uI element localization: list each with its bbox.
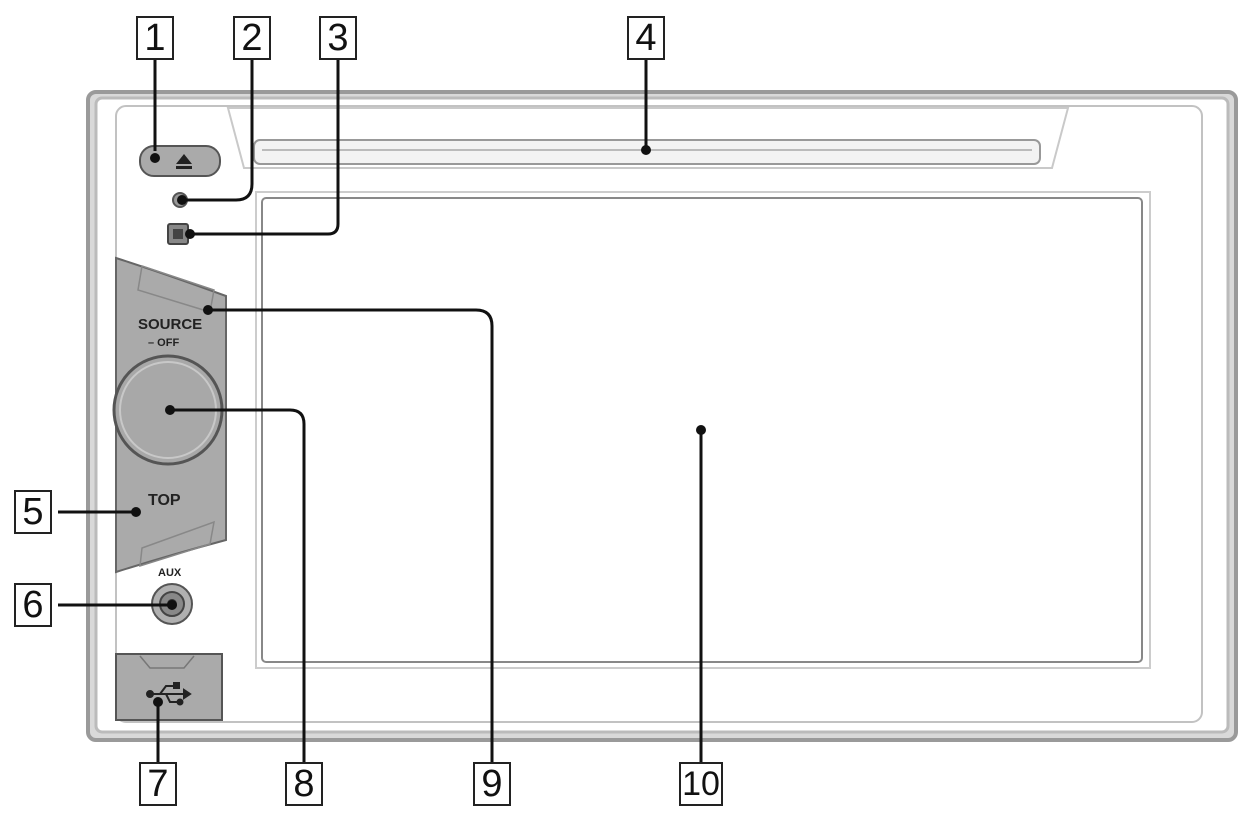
callout-2: 2 xyxy=(233,16,271,60)
off-label: – OFF xyxy=(148,337,180,349)
callout-1: 1 xyxy=(136,16,174,60)
eject-button[interactable] xyxy=(139,145,221,177)
leader-dots xyxy=(131,145,706,707)
source-label: SOURCE xyxy=(138,316,203,333)
disc-slot[interactable] xyxy=(226,107,1070,169)
usb-icon xyxy=(146,682,192,706)
callout-9: 9 xyxy=(473,762,511,806)
usb-terminal[interactable] xyxy=(115,653,223,721)
callout-6: 6 xyxy=(14,583,52,627)
callout-5: 5 xyxy=(14,490,52,534)
callout-10: 10 xyxy=(679,762,723,806)
callout-3: 3 xyxy=(319,16,357,60)
leader-lines xyxy=(58,58,703,762)
callout-4: 4 xyxy=(627,16,665,60)
top-label[interactable]: TOP xyxy=(148,492,181,509)
eject-icon xyxy=(176,154,192,169)
callout-7: 7 xyxy=(139,762,177,806)
aux-label: AUX xyxy=(158,567,182,579)
callout-8: 8 xyxy=(285,762,323,806)
receptor-icon xyxy=(173,229,183,239)
